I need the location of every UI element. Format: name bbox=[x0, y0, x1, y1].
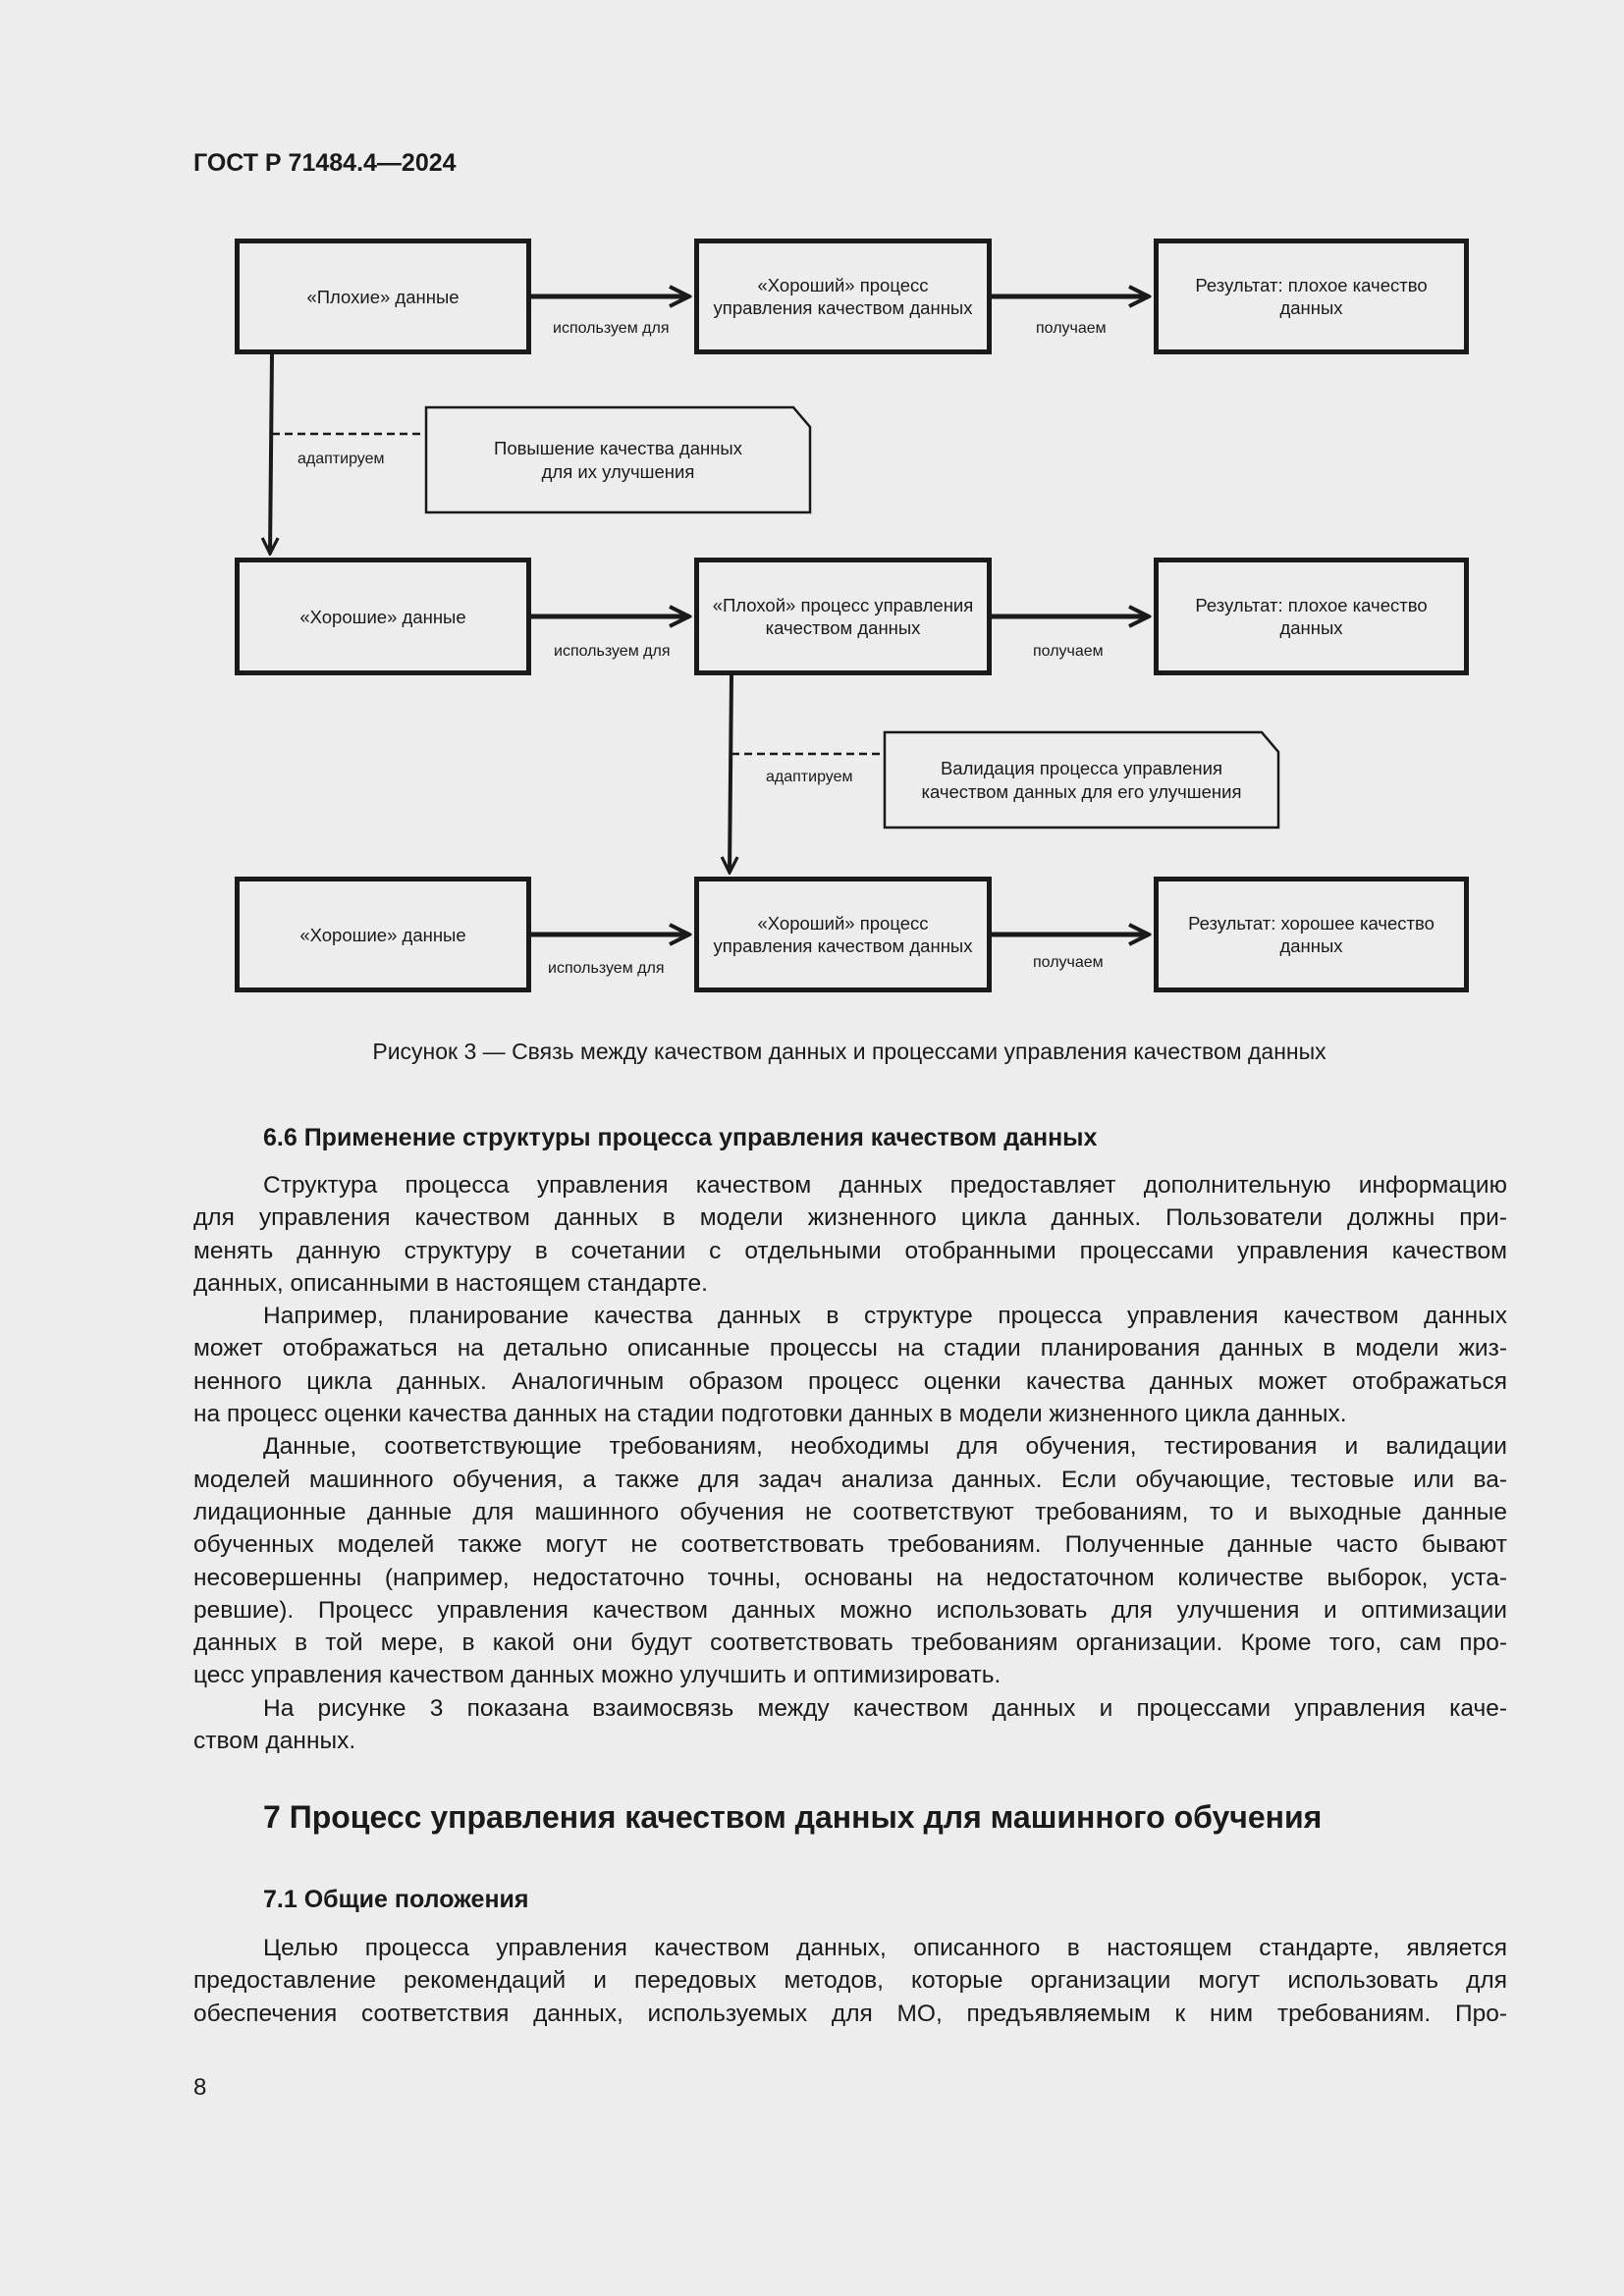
text-line: менять данную структуру в сочетании с от… bbox=[193, 1237, 1507, 1264]
text-line: ревшие). Процесс управления качеством да… bbox=[193, 1596, 1507, 1624]
text-line: данных в той мере, в какой они будут соо… bbox=[193, 1629, 1507, 1657]
adapt-label: адаптируем bbox=[298, 451, 385, 467]
adapt-label: адаптируем bbox=[766, 769, 853, 785]
note-text: Валидация процесса управления качеством … bbox=[921, 757, 1242, 802]
text-line: лидационные данные для машинного обучени… bbox=[193, 1498, 1507, 1525]
text-line: данных, описанными в настоящем стандарте… bbox=[193, 1269, 708, 1297]
note-shape bbox=[883, 730, 1280, 829]
text-line: обученных моделей также могут не соответ… bbox=[193, 1531, 1507, 1559]
document-id-header: ГОСТ Р 71484.4—2024 bbox=[193, 149, 457, 177]
data-box: «Хорошие» данные bbox=[235, 558, 531, 675]
process-box: «Плохой» процесс управления качеством да… bbox=[694, 558, 992, 675]
arrow-label: получаем bbox=[1033, 954, 1104, 971]
data-box: «Хорошие» данные bbox=[235, 877, 531, 992]
result-box: Результат: плохое качество данных bbox=[1154, 239, 1469, 354]
text-line: на процесс оценки качества данных на ста… bbox=[193, 1401, 1347, 1428]
result-box: Результат: плохое качество данных bbox=[1154, 558, 1469, 675]
arrow bbox=[730, 674, 731, 873]
text-line: несовершенны (например, недостаточно точ… bbox=[193, 1564, 1507, 1591]
arrow-label: используем для bbox=[554, 643, 671, 660]
arrow-label: получаем bbox=[1033, 643, 1104, 660]
text-line: Данные, соответствующие требованиям, нео… bbox=[263, 1433, 1507, 1461]
text-line: Например, планирование качества данных в… bbox=[263, 1303, 1507, 1330]
section-body: Структура процесса управления качеством … bbox=[193, 1169, 1507, 1757]
chapter-heading: 7 Процесс управления качеством данных дл… bbox=[263, 1799, 1323, 1835]
text-line: моделей машинного обучения, а также для … bbox=[193, 1466, 1507, 1493]
arrow-label: используем для bbox=[548, 960, 665, 977]
text-line: Целью процесса управления качеством данн… bbox=[263, 1935, 1507, 1961]
note-shape bbox=[424, 405, 812, 514]
page-number: 8 bbox=[193, 2074, 207, 2101]
section-heading: 6.6 Применение структуры процесса управл… bbox=[263, 1124, 1098, 1151]
data-box: «Плохие» данные bbox=[235, 239, 531, 354]
process-box: «Хороший» процесс управления качеством д… bbox=[694, 239, 992, 354]
process-box: «Хороший» процесс управления качеством д… bbox=[694, 877, 992, 992]
text-line: ством данных. bbox=[193, 1728, 356, 1755]
figure-caption: Рисунок 3 — Связь между качеством данных… bbox=[372, 1039, 1326, 1064]
text-line: предоставление рекомендаций и передовых … bbox=[193, 1967, 1507, 1995]
section-heading: 7.1 Общие положения bbox=[263, 1886, 529, 1913]
text-line: может отображаться на детально описанные… bbox=[193, 1335, 1507, 1362]
text-line: Структура процесса управления качеством … bbox=[263, 1172, 1507, 1199]
result-box: Результат: хорошее качество данных bbox=[1154, 877, 1469, 992]
text-line: для управления качеством данных в модели… bbox=[193, 1204, 1507, 1232]
text-line: На рисунке 3 показана взаимосвязь между … bbox=[263, 1694, 1507, 1722]
arrow-label: получаем bbox=[1036, 320, 1107, 337]
text-line: цесс управления качеством данных можно у… bbox=[193, 1662, 1001, 1689]
note-text: Повышение качества данных для их улучшен… bbox=[494, 437, 742, 482]
text-line: ненного цикла данных. Аналогичным образо… bbox=[193, 1367, 1507, 1395]
section-body: Целью процесса управления качеством данн… bbox=[193, 1932, 1507, 2030]
arrow bbox=[270, 353, 272, 554]
diagram-connectors bbox=[0, 0, 1280, 1041]
text-line: обеспечения соответствия данных, использ… bbox=[193, 2000, 1507, 2027]
arrow-label: используем для bbox=[553, 320, 670, 337]
